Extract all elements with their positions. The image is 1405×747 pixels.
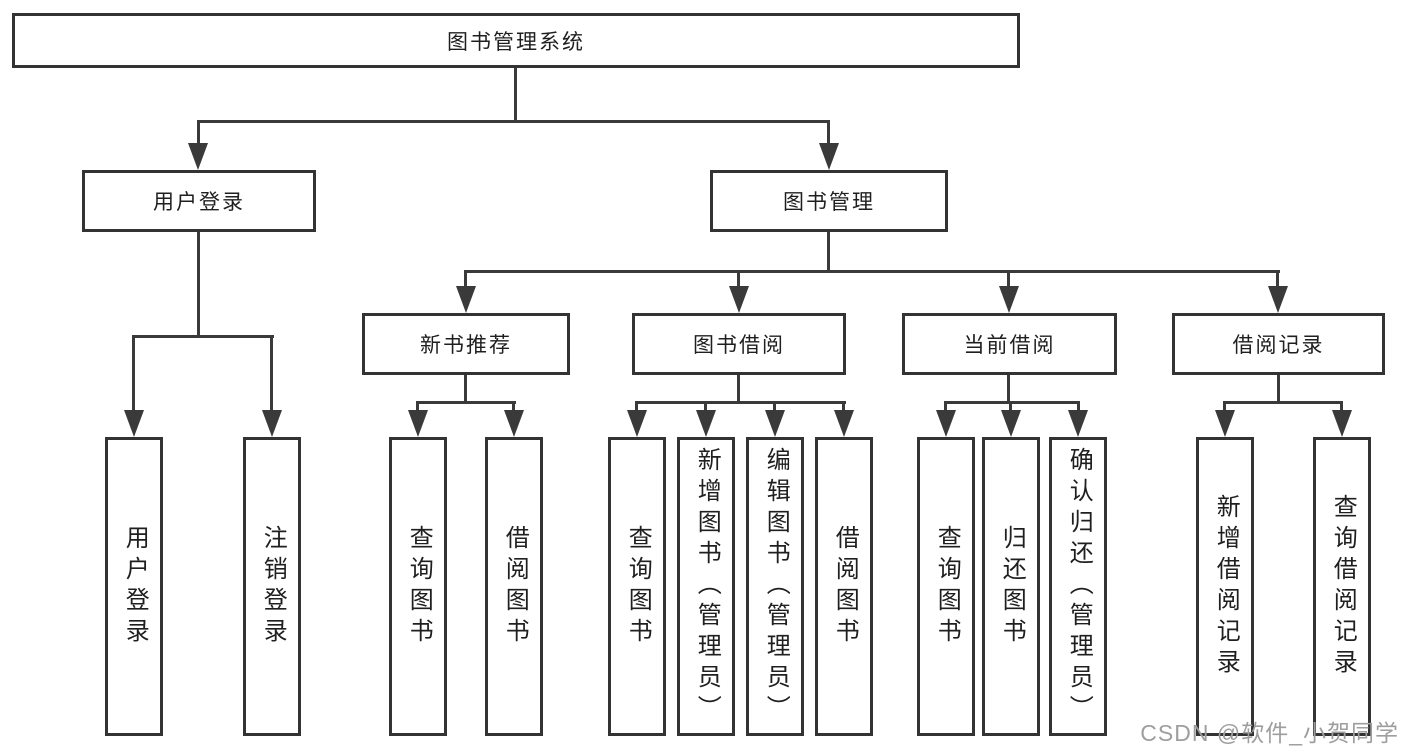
- connector-drop-leaf: [512, 401, 515, 413]
- connector-drop-book-borrow: [737, 270, 740, 290]
- arrow-down-icon: [262, 410, 282, 437]
- arrow-down-icon: [627, 410, 647, 437]
- connector-user-login-stem: [197, 232, 200, 336]
- node-current-borrow: 当前借阅: [902, 313, 1117, 375]
- connector-new-book-stem: [464, 375, 467, 403]
- connector-drop-leaf: [1340, 401, 1343, 413]
- connector-drop-borrow-record: [1276, 270, 1279, 290]
- arrow-down-icon: [729, 286, 749, 313]
- connector-root-branch: [197, 120, 830, 123]
- arrow-down-icon: [1332, 410, 1352, 437]
- connector-book-borrow-stem: [737, 375, 740, 403]
- connector-root-stem: [514, 68, 517, 120]
- connector-borrow-record-stem: [1277, 375, 1280, 403]
- connector-drop-book-management: [827, 120, 830, 148]
- arrow-down-icon: [456, 286, 476, 313]
- node-leaf-bb-query-books: 查询图书: [608, 437, 666, 736]
- connector-drop-leaf: [944, 401, 947, 413]
- arrow-down-icon: [999, 286, 1019, 313]
- arrow-down-icon: [1268, 286, 1288, 313]
- node-root: 图书管理系统: [12, 13, 1020, 68]
- node-leaf-cb-query-books: 查询图书: [917, 437, 975, 736]
- arrow-down-icon: [504, 410, 524, 437]
- node-leaf-logout: 注销登录: [243, 437, 301, 736]
- connector-book-management-branch: [464, 270, 1280, 273]
- connector-new-book-branch: [416, 401, 516, 404]
- csdn-watermark: CSDN @软件_小贺同学: [1140, 720, 1399, 746]
- node-leaf-bb-add-books-admin: 新增图书（管理员）: [677, 437, 735, 736]
- arrow-down-icon: [819, 143, 839, 170]
- connector-drop-leaf: [704, 401, 707, 413]
- arrow-down-icon: [834, 410, 854, 437]
- node-leaf-rec-query-books: 查询图书: [389, 437, 447, 736]
- connector-drop-leaf: [416, 401, 419, 413]
- connector-drop-leaf: [842, 401, 845, 413]
- connector-drop-leaf: [1077, 401, 1080, 413]
- connector-borrow-record-branch: [1223, 401, 1343, 404]
- node-leaf-bb-edit-books-admin: 编辑图书（管理员）: [746, 437, 804, 736]
- connector-drop-leaf: [1223, 401, 1226, 413]
- connector-drop-leaf: [635, 401, 638, 413]
- arrow-down-icon: [1001, 410, 1021, 437]
- connector-current-borrow-stem: [1007, 375, 1010, 403]
- connector-user-login-branch: [132, 335, 274, 338]
- node-book-management: 图书管理: [710, 170, 948, 232]
- connector-drop-user-login: [197, 120, 200, 148]
- arrow-down-icon: [124, 410, 144, 437]
- arrow-down-icon: [408, 410, 428, 437]
- arrow-down-icon: [936, 410, 956, 437]
- node-user-login: 用户登录: [82, 170, 316, 232]
- node-leaf-cb-return-books: 归还图书: [982, 437, 1040, 736]
- arrow-down-icon: [188, 143, 208, 170]
- connector-drop-leaf: [270, 335, 273, 415]
- node-leaf-user-login: 用户登录: [105, 437, 163, 736]
- arrow-down-icon: [1068, 410, 1088, 437]
- node-leaf-bb-borrow-books: 借阅图书: [815, 437, 873, 736]
- connector-drop-current-borrow: [1007, 270, 1010, 290]
- node-leaf-br-add-record: 新增借阅记录: [1196, 437, 1254, 736]
- arrow-down-icon: [696, 410, 716, 437]
- arrow-down-icon: [765, 410, 785, 437]
- connector-drop-new-book: [464, 270, 467, 290]
- connector-drop-leaf: [773, 401, 776, 413]
- connector-drop-leaf: [132, 335, 135, 415]
- connector-current-borrow-branch: [944, 401, 1080, 404]
- node-borrow-record: 借阅记录: [1172, 313, 1385, 375]
- node-leaf-br-query-record: 查询借阅记录: [1313, 437, 1371, 736]
- node-book-borrow: 图书借阅: [632, 313, 846, 375]
- connector-drop-leaf: [1009, 401, 1012, 413]
- connector-book-borrow-branch: [635, 401, 846, 404]
- node-leaf-rec-borrow-books: 借阅图书: [485, 437, 543, 736]
- connector-book-management-stem: [827, 232, 830, 272]
- node-new-book-recommend: 新书推荐: [362, 313, 570, 375]
- node-leaf-cb-confirm-return-admin: 确认归还（管理员）: [1049, 437, 1107, 736]
- arrow-down-icon: [1215, 410, 1235, 437]
